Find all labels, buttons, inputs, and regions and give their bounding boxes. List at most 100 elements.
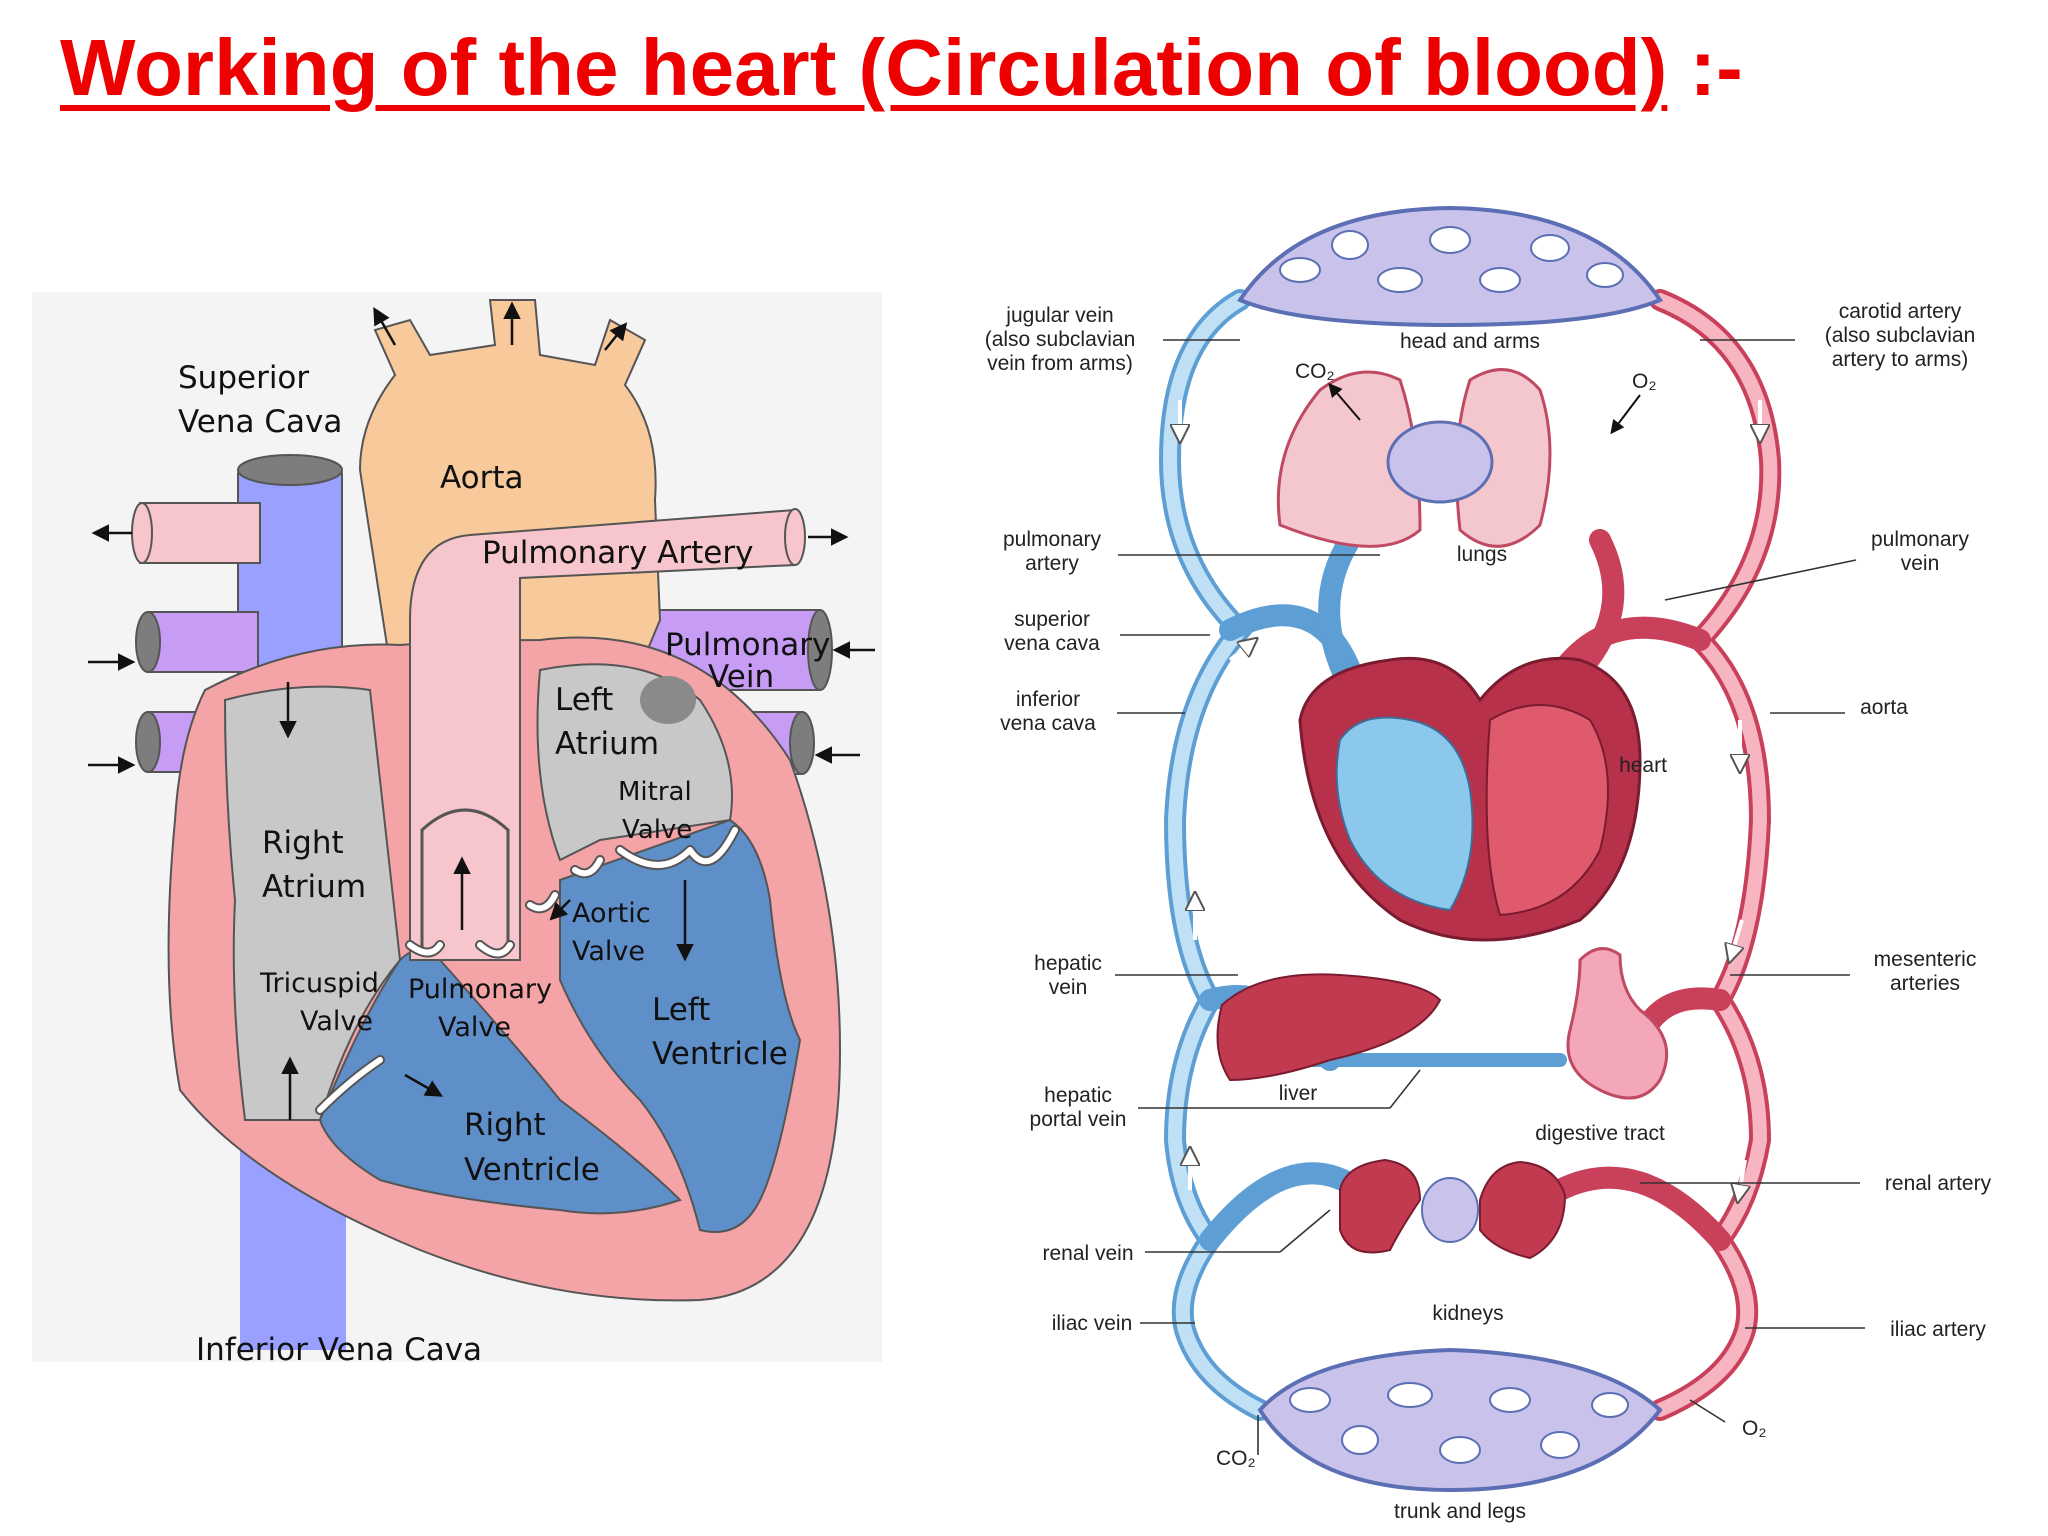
circulation-diagram: jugular vein (also subclavian vein from … [985, 205, 1992, 1523]
label-aortic-valve-2: Valve [572, 936, 645, 967]
label-jugular-vein-1: jugular vein [1005, 304, 1113, 327]
heart-right-side [1335, 716, 1474, 912]
label-superior-vena-cava-2: Vena Cava [178, 404, 342, 440]
trunk-legs-capillary-bed [1257, 1347, 1663, 1493]
kidney-capillary-bed [1421, 1177, 1479, 1243]
capillary-cell [1540, 1431, 1580, 1459]
label-carotid-artery-3: artery to arms) [1832, 348, 1969, 371]
label-pulmonary-vein-2: vein [1901, 552, 1940, 575]
pulmonary-artery-opening [131, 502, 153, 564]
label-heart: heart [1619, 754, 1667, 777]
leader-renal-vein-bend [1279, 1209, 1331, 1253]
label-superior-vena-cava-1: Superior [178, 360, 309, 396]
label-carotid-artery-2: (also subclavian [1825, 324, 1976, 347]
label-tricuspid-valve-1: Tricuspid [259, 968, 379, 999]
flow-arrow [404, 1073, 444, 1097]
label-iliac-vein: iliac vein [1052, 1312, 1133, 1335]
pulmonary-vein-opening [135, 711, 161, 773]
label-pulmonary-artery-2: artery [1025, 552, 1079, 575]
right-lung-shape [1455, 368, 1552, 548]
label-superior-vena-cava-1: superior [1014, 608, 1090, 631]
capillary-cell [1341, 1425, 1379, 1455]
capillary-cell [1289, 1387, 1331, 1413]
capillary-cell [1479, 267, 1521, 293]
label-kidneys: kidneys [1432, 1302, 1503, 1325]
flow-arrow [1738, 1159, 1745, 1200]
capillary-cell [1489, 1387, 1531, 1413]
heart-flow-arrows [88, 301, 875, 1120]
pulmonary-vein-opening [789, 711, 815, 775]
pulmonary-valve-shape [420, 808, 510, 950]
pulmonary-artery-left-branch [139, 502, 261, 564]
flow-arrow [549, 899, 571, 921]
label-pulmonary-artery: Pulmonary Artery [482, 535, 753, 571]
capillary-cell [1530, 234, 1570, 262]
capillary-cell [1377, 267, 1423, 293]
liver-shape [1216, 973, 1442, 1082]
label-renal-artery: renal artery [1885, 1172, 1992, 1195]
label-pulmonary-vein-1: Pulmonary [665, 627, 830, 663]
page-title: Working of the heart (Circulation of blo… [60, 22, 1743, 114]
heart-left-side [1485, 704, 1609, 917]
vein-renal-loop [1199, 1162, 1371, 1251]
label-pulmonary-valve-1: Pulmonary [408, 974, 552, 1005]
label-mesenteric-arteries-2: arteries [1890, 972, 1960, 995]
left-ventricle-shape [559, 818, 802, 1233]
label-right-atrium-2: Atrium [262, 869, 366, 905]
capillary-cell [1591, 1392, 1629, 1418]
label-liver: liver [1279, 1082, 1318, 1105]
circulation-flow-arrows [1180, 400, 1760, 1200]
circulation-vessels [1158, 289, 1782, 1421]
flow-arrow [373, 306, 397, 346]
pulmonary-vein-opening [807, 609, 833, 691]
label-pulmonary-vein-1: pulmonary [1871, 528, 1970, 551]
label-aortic-valve-1: Aortic [572, 898, 651, 929]
label-hepatic-vein-2: vein [1049, 976, 1088, 999]
label-tricuspid-valve-2: Valve [300, 1006, 373, 1037]
label-digestive-tract: digestive tract [1535, 1122, 1665, 1145]
leader-lines [1115, 339, 1865, 1455]
valve-flaps-highlight [317, 827, 738, 1113]
label-mitral-valve-1: Mitral [618, 777, 692, 807]
left-lung-shape [1276, 370, 1422, 548]
pulmonary-artery-opening [784, 508, 806, 566]
label-left-atrium-2: Atrium [555, 726, 659, 762]
label-carotid-artery-1: carotid artery [1839, 300, 1962, 323]
title-main: Working of the heart (Circulation of blo… [60, 23, 1668, 112]
label-head-and-arms: head and arms [1400, 330, 1540, 353]
label-trunk-and-legs: trunk and legs [1394, 1500, 1526, 1523]
label-superior-vena-cava-2: vena cava [1004, 632, 1100, 655]
right-kidney-shape [1479, 1160, 1567, 1260]
flow-arrow [1730, 919, 1742, 960]
label-jugular-vein-2: (also subclavian [985, 328, 1136, 351]
co2-arrow [1328, 382, 1361, 421]
label-hepatic-vein-1: hepatic [1034, 952, 1102, 975]
o2-arrow [1610, 394, 1641, 435]
vein-outer-fill [1162, 293, 1267, 1417]
label-co2-bottom: CO₂ [1216, 1447, 1256, 1470]
label-right-atrium-1: Right [262, 825, 344, 861]
label-o2: O₂ [1632, 370, 1657, 393]
lung-capillary-bed [1386, 420, 1494, 504]
capillary-cell [1387, 1382, 1433, 1408]
label-hepatic-portal-vein-1: hepatic [1044, 1084, 1112, 1107]
label-pulmonary-valve-2: Valve [438, 1012, 511, 1043]
leader-pulmonary-vein [1664, 559, 1857, 601]
label-hepatic-portal-vein-2: portal vein [1030, 1108, 1127, 1131]
artery-renal-loop [1549, 1166, 1731, 1251]
label-right-ventricle-2: Ventricle [464, 1152, 600, 1188]
leader-o2-bottom [1689, 1399, 1726, 1423]
right-atrium-shape [223, 685, 402, 1121]
left-kidney-shape [1339, 1158, 1422, 1254]
label-aorta: aorta [1860, 696, 1908, 719]
label-jugular-vein-3: vein from arms) [987, 352, 1133, 375]
capillary-cell [1279, 257, 1321, 283]
label-right-ventricle-1: Right [464, 1107, 546, 1143]
flow-arrow [1228, 640, 1255, 662]
label-o2-bottom: O₂ [1742, 1417, 1767, 1440]
label-lungs: lungs [1457, 543, 1507, 566]
label-renal-vein: renal vein [1042, 1242, 1133, 1265]
pulmonary-vein-opening [135, 611, 161, 673]
label-inferior-vena-cava-1: inferior [1016, 688, 1080, 711]
